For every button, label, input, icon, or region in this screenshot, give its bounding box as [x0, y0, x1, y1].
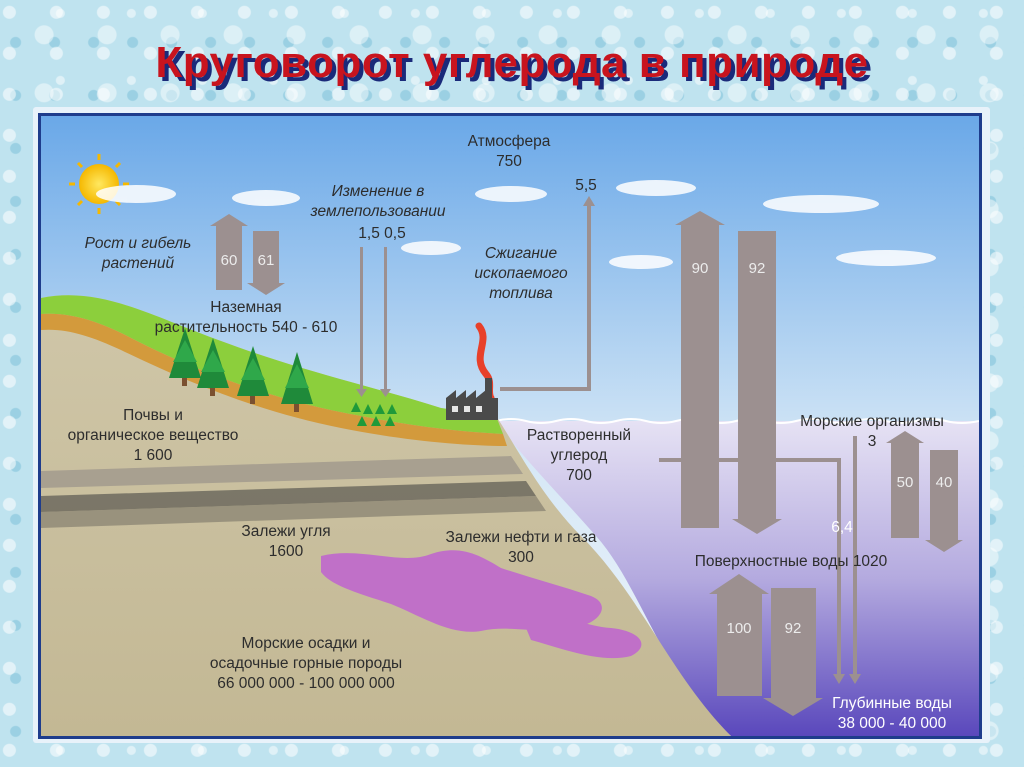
fossil-flux-value: 5,5	[575, 177, 597, 194]
plant-up-flux: 60	[220, 252, 238, 269]
marine-up-flux: 50	[896, 474, 914, 491]
plant-down-flux: 61	[257, 252, 275, 269]
atmosphere-label: Атмосфера 750	[467, 133, 551, 170]
land-use-change-label: Изменение в землепользовании	[310, 183, 446, 220]
deep-waters-label: Глубинные воды 38 000 - 40 000	[832, 695, 952, 732]
soils-label: Почвы и органическое вещество 1 600	[67, 407, 239, 464]
surface-waters-label: Поверхностные воды 1020	[694, 553, 888, 570]
flux-6-4-label: 6,4	[831, 519, 853, 536]
deep-down-flux: 92	[784, 620, 802, 637]
diagram-illustration	[41, 116, 979, 736]
carbon-cycle-diagram: Атмосфера 750 Изменение в землепользован…	[38, 113, 982, 739]
plant-growth-label: Рост и гибель растений	[84, 235, 192, 272]
oil-gas-deposits-label: Залежи нефти и газа 300	[445, 529, 597, 566]
page-title: Круговорот углерода в природе	[155, 38, 869, 87]
ocean-up-flux: 90	[691, 260, 709, 277]
land-use-values-label: 1,5 0,5	[358, 225, 406, 242]
coal-deposits-label: Залежи угля 1600	[241, 523, 331, 560]
dissolved-carbon-label: Растворенный углерод 700	[526, 427, 632, 484]
marine-down-flux: 40	[935, 474, 953, 491]
land-vegetation-label: Наземная растительность 540 - 610	[154, 299, 338, 336]
sediments-label: Морские осадки и осадочные горные породы…	[209, 635, 403, 692]
ocean-down-flux: 92	[748, 260, 766, 277]
deep-up-flux: 100	[726, 620, 752, 637]
marine-organisms-label: Морские организмы 3	[800, 413, 944, 450]
fossil-burning-label: Сжигание ископаемого топлива	[474, 245, 568, 302]
